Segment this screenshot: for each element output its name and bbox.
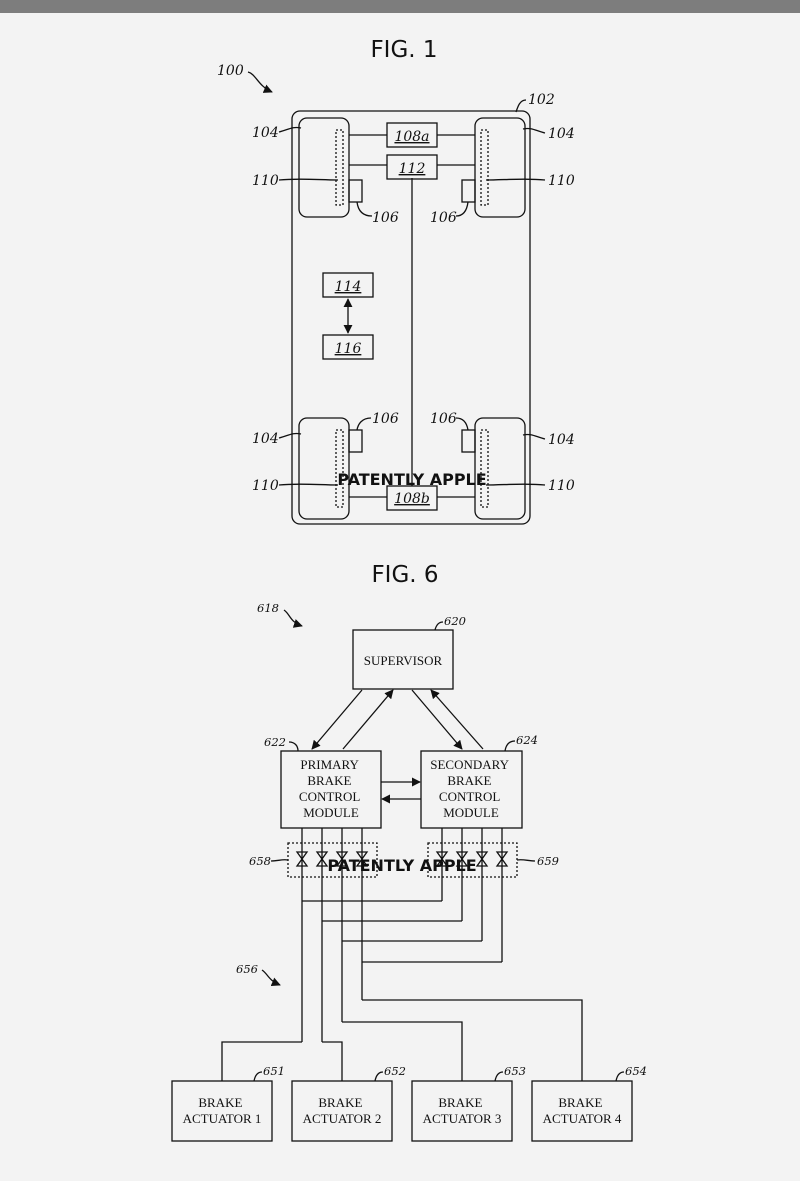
fig-1: FIG. 1 100 102 xyxy=(217,37,575,525)
actuator-4-label: BRAKE ACTUATOR 4 xyxy=(543,1095,622,1126)
ref-654: 654 xyxy=(625,1064,647,1078)
watermark-bottom: PATENTLY APPLE xyxy=(327,856,476,875)
box-108a xyxy=(386,122,438,148)
fig-6-title: FIG. 6 xyxy=(371,562,438,588)
ref-618: 618 xyxy=(257,601,279,615)
ref-110-fr: 110 xyxy=(548,173,575,189)
ref-104-fr: 104 xyxy=(548,126,575,142)
actuator-2-line-2: ACTUATOR 2 xyxy=(303,1111,382,1126)
wheel-rear-left xyxy=(298,417,350,520)
label-112: 112 xyxy=(399,161,426,177)
ref-620: 620 xyxy=(444,614,466,628)
watermark-top: PATENTLY APPLE xyxy=(337,470,486,489)
primary-line-3: CONTROL xyxy=(299,789,360,804)
ref-106-fl: 106 xyxy=(372,210,399,226)
fig-6: FIG. 6 618 SUPERVISOR 620 PRIMARY BRAKE … xyxy=(171,562,647,1142)
top-bar xyxy=(0,0,800,13)
wheel-front-left xyxy=(298,117,350,218)
ref-104-rr: 104 xyxy=(548,432,575,448)
ref-110-rr: 110 xyxy=(548,478,575,494)
actuator-4-line-1: BRAKE xyxy=(558,1095,602,1110)
ref-106-rl: 106 xyxy=(372,411,399,427)
brake-actuator-2: BRAKE ACTUATOR 2 652 xyxy=(291,1064,406,1142)
label-114: 114 xyxy=(335,279,362,295)
ref-651: 651 xyxy=(263,1064,285,1078)
ref-104-rl: 104 xyxy=(252,431,279,447)
brake-106-rr xyxy=(461,429,476,453)
label-108a: 108a xyxy=(394,129,429,145)
primary-module-label: PRIMARY BRAKE CONTROL MODULE xyxy=(299,757,363,820)
ref-102: 102 xyxy=(528,92,555,108)
ref-622: 622 xyxy=(264,735,286,749)
actuator-1-line-2: ACTUATOR 1 xyxy=(183,1111,262,1126)
box-112 xyxy=(386,154,438,180)
brake-106-fl xyxy=(348,179,363,203)
actuator-4-line-2: ACTUATOR 4 xyxy=(543,1111,622,1126)
ref-106-fr: 106 xyxy=(430,210,457,226)
ref-659: 659 xyxy=(537,854,559,868)
actuator-3-label: BRAKE ACTUATOR 3 xyxy=(423,1095,502,1126)
ref-104-fl: 104 xyxy=(252,125,279,141)
primary-line-1: PRIMARY xyxy=(300,757,359,772)
secondary-module-label: SECONDARY BRAKE CONTROL MODULE xyxy=(430,757,512,820)
ref-653: 653 xyxy=(504,1064,526,1078)
actuator-2-label: BRAKE ACTUATOR 2 xyxy=(303,1095,382,1126)
ref-110-fl: 110 xyxy=(252,173,279,189)
ref-100: 100 xyxy=(217,63,244,79)
secondary-line-4: MODULE xyxy=(443,805,499,820)
label-116: 116 xyxy=(335,341,362,357)
brake-106-rl xyxy=(348,429,363,453)
supervisor-box xyxy=(352,629,454,690)
secondary-brake-control-module xyxy=(420,750,523,829)
box-108b xyxy=(386,485,438,511)
brake-actuator-4: BRAKE ACTUATOR 4 654 xyxy=(531,1064,647,1142)
secondary-line-3: CONTROL xyxy=(439,789,500,804)
secondary-line-2: BRAKE xyxy=(447,773,491,788)
actuator-3-line-1: BRAKE xyxy=(438,1095,482,1110)
vehicle-body xyxy=(291,110,531,525)
supervisor-label: SUPERVISOR xyxy=(364,653,443,668)
ref-110-rl: 110 xyxy=(252,478,279,494)
actuator-1-label: BRAKE ACTUATOR 1 xyxy=(183,1095,262,1126)
fig-1-title: FIG. 1 xyxy=(370,37,437,63)
primary-line-4: MODULE xyxy=(303,805,359,820)
label-108b: 108b xyxy=(394,491,430,507)
ref-652: 652 xyxy=(384,1064,406,1078)
ref-656: 656 xyxy=(236,962,258,976)
brake-actuator-3: BRAKE ACTUATOR 3 653 xyxy=(411,1064,526,1142)
ref-658: 658 xyxy=(249,854,271,868)
primary-brake-control-module xyxy=(280,750,382,829)
primary-line-2: BRAKE xyxy=(307,773,351,788)
ref-106-rr: 106 xyxy=(430,411,457,427)
brake-106-fr xyxy=(461,179,476,203)
box-116 xyxy=(322,334,374,360)
wheel-front-right xyxy=(474,117,526,218)
wheel-rear-right xyxy=(474,417,526,520)
secondary-line-1: SECONDARY xyxy=(430,757,509,772)
ref-624: 624 xyxy=(516,733,538,747)
box-114 xyxy=(322,272,374,298)
actuator-1-line-1: BRAKE xyxy=(198,1095,242,1110)
brake-actuator-1: BRAKE ACTUATOR 1 651 xyxy=(171,1064,285,1142)
actuator-2-line-1: BRAKE xyxy=(318,1095,362,1110)
actuator-3-line-2: ACTUATOR 3 xyxy=(423,1111,502,1126)
